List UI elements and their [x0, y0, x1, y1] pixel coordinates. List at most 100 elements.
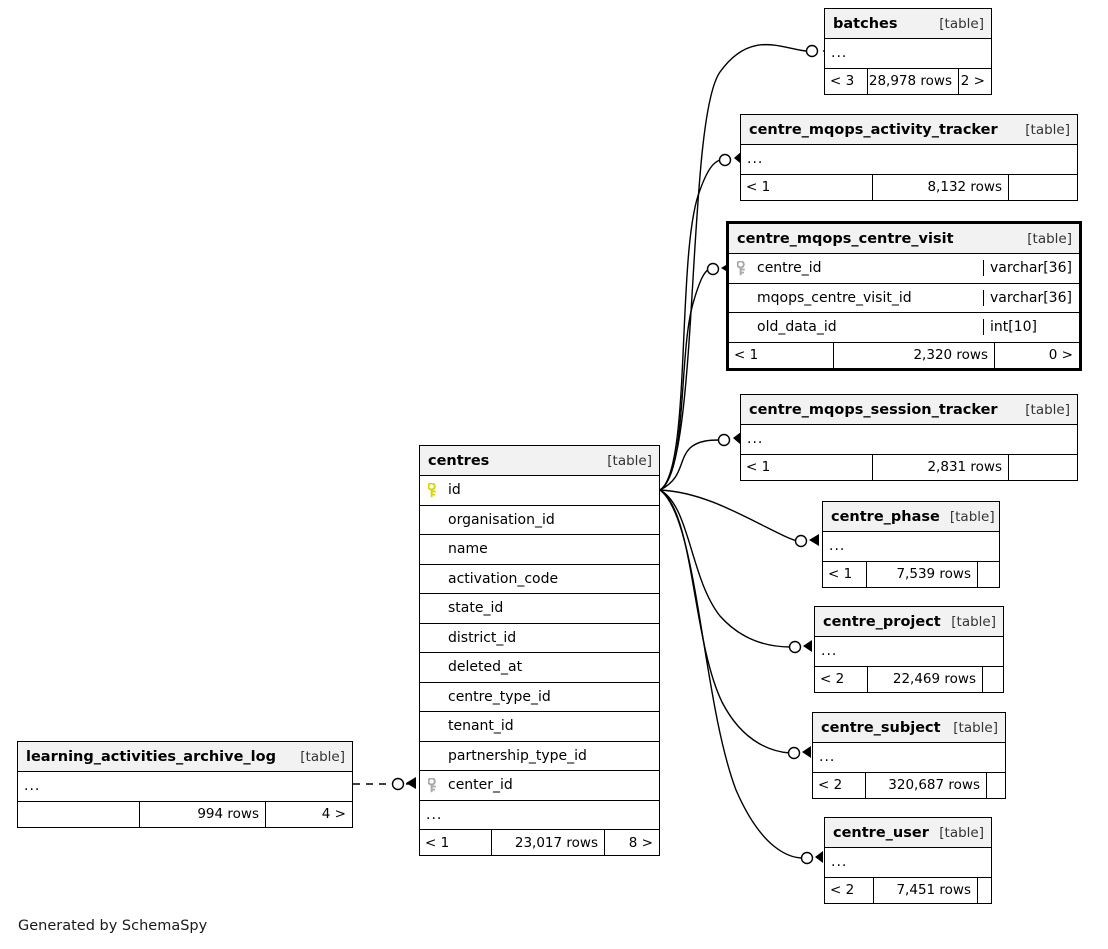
- foreign-key-icon: [737, 260, 748, 276]
- column-row[interactable]: district_id: [420, 623, 659, 653]
- key-icon-spacer: [428, 601, 439, 616]
- table-title: centre_subject: [821, 719, 941, 736]
- column-row[interactable]: state_id: [420, 594, 659, 624]
- column-row-more[interactable]: ...: [815, 637, 1003, 667]
- table-columns-batches: ...: [825, 39, 991, 69]
- column-row[interactable]: id: [420, 476, 659, 506]
- column-name-cell: old_data_id: [729, 319, 983, 335]
- footer-row-count: 7,451 rows: [873, 877, 978, 903]
- column-row-more[interactable]: ...: [825, 848, 991, 878]
- table-node-centre_mqops_centre_visit[interactable]: centre_mqops_centre_visit[table]centre_i…: [726, 221, 1082, 371]
- footer-parents-count: < 3: [830, 73, 855, 89]
- table-node-centre_mqops_session_tracker[interactable]: centre_mqops_session_tracker[table]...< …: [740, 394, 1078, 481]
- column-row[interactable]: activation_code: [420, 564, 659, 594]
- column-name-cell: ...: [823, 538, 999, 554]
- column-row-more[interactable]: ...: [18, 772, 352, 802]
- footer-parents-count: < 2: [830, 882, 855, 898]
- column-name-cell: organisation_id: [420, 512, 659, 528]
- column-row[interactable]: organisation_id: [420, 505, 659, 535]
- column-name-cell: ...: [420, 807, 659, 823]
- table-node-centre_mqops_activity_tracker[interactable]: centre_mqops_activity_tracker[table]...<…: [740, 114, 1078, 201]
- key-icon-spacer: [737, 290, 748, 305]
- table-node-centre_user[interactable]: centre_user[table]... < 2 7,451 rows: [824, 817, 992, 904]
- foreign-key-icon: [428, 777, 439, 793]
- footer-parents-count: < 2: [820, 671, 845, 687]
- table-header-centre_mqops_centre_visit[interactable]: centre_mqops_centre_visit[table]: [729, 224, 1079, 254]
- footer-children-count: [978, 562, 999, 587]
- table-header-batches[interactable]: batches[table]: [825, 9, 991, 39]
- table-columns-centre_mqops_session_tracker: ...: [741, 425, 1077, 455]
- column-name-cell: center_id: [420, 777, 659, 793]
- column-name-cell: tenant_id: [420, 718, 659, 734]
- column-name: district_id: [448, 629, 517, 646]
- table-type-label: [table]: [939, 824, 984, 841]
- table-title: centre_project: [823, 613, 941, 630]
- table-header-centre_user[interactable]: centre_user[table]: [825, 818, 991, 848]
- key-icon-spacer: [428, 571, 439, 586]
- table-header-centre_phase[interactable]: centre_phase[table]: [823, 502, 999, 532]
- column-row-more[interactable]: ...: [420, 800, 659, 830]
- table-header-learning_activities_archive_log[interactable]: learning_activities_archive_log[table]: [18, 742, 352, 772]
- table-columns-centre_phase: ...: [823, 532, 999, 562]
- key-icon-spacer: [428, 719, 439, 734]
- column-row[interactable]: name: [420, 535, 659, 565]
- column-name: ...: [829, 538, 846, 555]
- edge-centres-centre-subject: [659, 489, 791, 754]
- column-type: varchar[36]: [983, 260, 1079, 277]
- column-name-cell: deleted_at: [420, 659, 659, 675]
- table-header-centre_mqops_session_tracker[interactable]: centre_mqops_session_tracker [table]: [741, 395, 1077, 425]
- footer-row-count: 2,831 rows: [872, 454, 1009, 480]
- column-row[interactable]: partnership_type_id: [420, 741, 659, 771]
- key-icon-spacer: [428, 689, 439, 704]
- key-icon-spacer: [737, 320, 748, 335]
- column-row-more[interactable]: ...: [741, 145, 1077, 175]
- column-name-cell: state_id: [420, 600, 659, 616]
- column-row[interactable]: tenant_id: [420, 712, 659, 742]
- column-name: center_id: [448, 777, 513, 794]
- table-node-learning_activities_archive_log[interactable]: learning_activities_archive_log[table]..…: [17, 741, 353, 828]
- column-name-cell: activation_code: [420, 571, 659, 587]
- edge-centres-activity-tracker: [659, 159, 721, 491]
- table-header-centre_project[interactable]: centre_project[table]: [815, 607, 1003, 637]
- column-row-more[interactable]: ...: [823, 532, 999, 562]
- column-name: deleted_at: [448, 659, 523, 676]
- column-name-cell: ...: [813, 749, 1005, 765]
- footer-row-count: 8,132 rows: [872, 174, 1009, 200]
- column-name-cell: partnership_type_id: [420, 748, 659, 764]
- column-type: varchar[36]: [983, 289, 1079, 306]
- table-header-centre_subject[interactable]: centre_subject[table]: [813, 713, 1005, 743]
- column-name: centre_type_id: [448, 688, 551, 705]
- column-name-cell: id: [420, 482, 659, 498]
- column-name: activation_code: [448, 570, 559, 587]
- table-title: batches: [833, 15, 898, 32]
- column-row-more[interactable]: ...: [825, 39, 991, 69]
- table-title: centre_mqops_session_tracker: [749, 401, 998, 418]
- footer-parents-count: < 1: [746, 179, 771, 195]
- table-footer-centre_mqops_activity_tracker: < 1 8,132 rows: [741, 174, 1077, 200]
- column-name-cell: district_id: [420, 630, 659, 646]
- column-row-more[interactable]: ...: [813, 743, 1005, 773]
- column-name: id: [448, 482, 461, 499]
- table-title: centres: [428, 452, 490, 469]
- column-row[interactable]: centre_type_id: [420, 682, 659, 712]
- table-header-centre_mqops_activity_tracker[interactable]: centre_mqops_activity_tracker[table]: [741, 115, 1077, 145]
- column-row[interactable]: deleted_at: [420, 653, 659, 683]
- edge-centres-centre-phase: [659, 489, 799, 542]
- column-row[interactable]: center_id: [420, 771, 659, 801]
- key-icon-spacer: [428, 748, 439, 763]
- table-type-label: [table]: [300, 748, 345, 765]
- column-row-more[interactable]: ...: [741, 425, 1077, 455]
- footer-children-count: [978, 878, 991, 903]
- footer-row-count: 28,978 rows: [867, 68, 959, 94]
- table-header-centres[interactable]: centres[table]: [420, 446, 659, 476]
- table-type-label: [table]: [1025, 401, 1070, 418]
